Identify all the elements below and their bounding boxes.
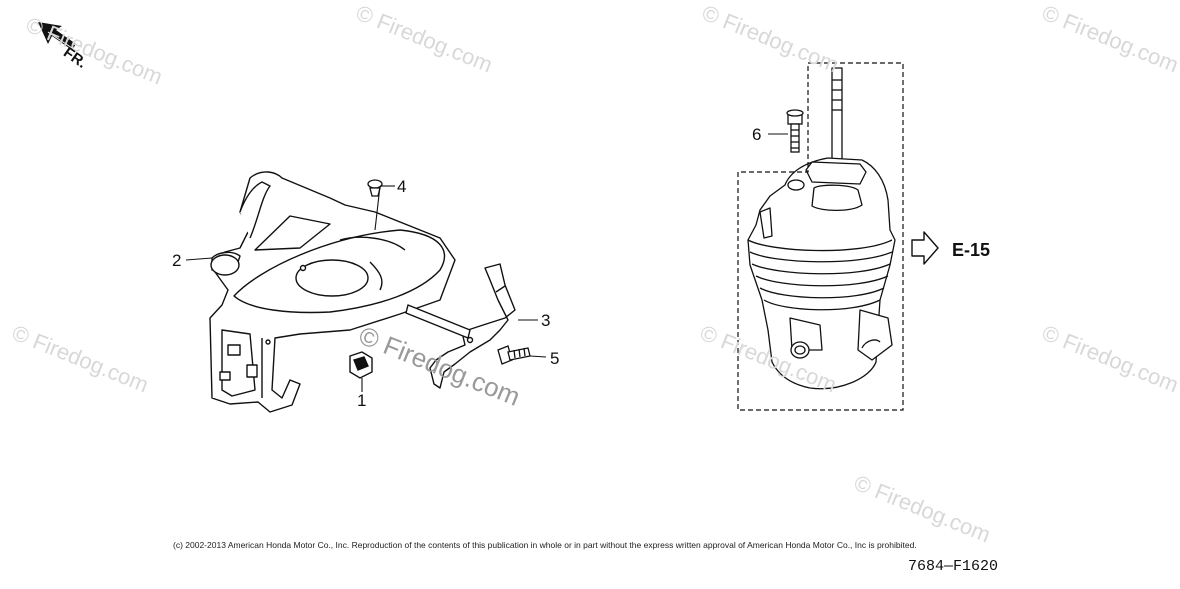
screw-4 [367, 179, 383, 197]
cover-shroud [209, 171, 456, 413]
reference-box [737, 62, 904, 411]
bracket [405, 263, 516, 389]
callout-1: 1 [357, 391, 367, 410]
callout-4: 4 [397, 177, 407, 196]
cylinder-assembly [747, 67, 896, 390]
bolt-6 [786, 109, 804, 153]
nut [349, 351, 373, 379]
callout-6: 6 [752, 125, 762, 144]
callout-2: 2 [172, 251, 182, 270]
copyright-notice: (c) 2002-2013 American Honda Motor Co., … [173, 540, 917, 550]
front-direction-arrow-icon [38, 22, 76, 50]
reference-label: E-15 [952, 240, 991, 260]
bolt-5 [497, 345, 531, 365]
leader-lines [185, 133, 788, 392]
callout-5: 5 [550, 349, 560, 368]
reference-arrow-icon [911, 231, 939, 265]
figure-code: 7684—F1620 [908, 558, 999, 575]
callout-3: 3 [541, 311, 551, 330]
